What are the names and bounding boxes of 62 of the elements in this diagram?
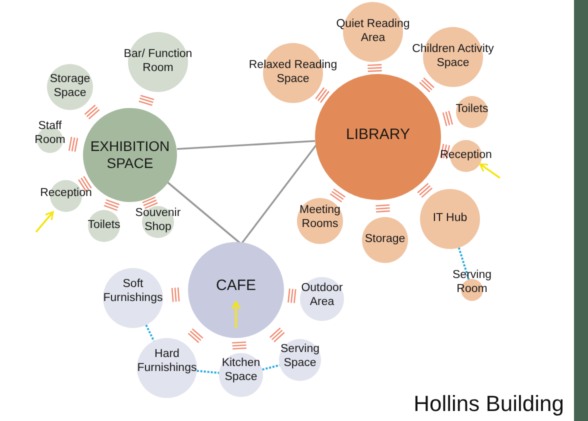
dotted-link [458,247,470,280]
adjacency-mark [375,204,391,213]
adjacency-mark [269,327,285,343]
link-line [176,140,316,150]
room-label: Toilets [86,219,122,233]
zone-label: LIBRARY [345,126,411,144]
pointer-arrow [479,163,501,179]
room-label: Kitchen Space [220,357,262,385]
room-circle [362,217,408,263]
adjacency-mark [440,143,450,160]
diagram-title: Hollins Building [414,391,564,417]
room-label: Toilets [454,103,490,117]
adjacency-mark [366,64,382,72]
adjacency-mark [330,188,346,203]
room-label: Hard Furnishings [136,348,198,376]
adjacency-mark [103,199,120,211]
side-bar [574,0,588,421]
room-label: Storage [364,233,406,247]
adjacency-mark [138,94,155,106]
room-label: Serving Room [452,269,492,297]
room-circle [219,353,263,397]
adjacency-mark [188,328,204,344]
room-label: Souvenir Shop [134,207,182,235]
room-label: Relaxed Reading Space [248,59,338,87]
room-label: Reception [439,149,493,163]
adjacency-mark [231,341,248,350]
pointer-arrow [35,211,54,233]
room-label: Bar/ Function Room [122,48,194,76]
room-label: Children Activity Space [411,43,495,71]
room-circle [47,64,93,110]
room-circle [88,210,120,242]
dotted-link [262,364,280,371]
room-label: Outdoor Area [300,282,344,310]
adjacency-mark [442,110,454,127]
zone-label: CAFE [214,277,257,295]
adjacency-mark [416,182,433,198]
room-label: Reception [39,187,93,201]
room-circle [297,198,343,244]
room-circle [300,277,344,321]
room-label: Storage Space [48,73,92,101]
room-circle [456,96,488,128]
adjacency-mark [418,77,435,93]
adjacency-mark [288,288,296,304]
link-line [165,180,241,244]
room-label: Serving Space [280,343,320,371]
dotted-link [145,324,155,342]
room-label: Soft Furnishings [102,278,164,306]
adjacency-mark [315,87,330,104]
room-label: IT Hub [432,212,468,226]
room-label: Quiet Reading Area [335,18,411,46]
zone-label: EXHIBITION SPACE [89,138,171,172]
room-circle [279,339,321,381]
link-line [241,143,318,244]
adjacency-mark [142,196,158,209]
pointer-arrow [231,301,241,328]
adjacency-mark [68,136,78,152]
adjacency-mark [84,104,100,120]
adjacency-mark [171,286,180,303]
dotted-link [196,370,220,374]
adjacency-mark [78,176,92,192]
room-label: Staff Room [34,120,66,148]
room-label: Meeting Rooms [298,204,342,232]
